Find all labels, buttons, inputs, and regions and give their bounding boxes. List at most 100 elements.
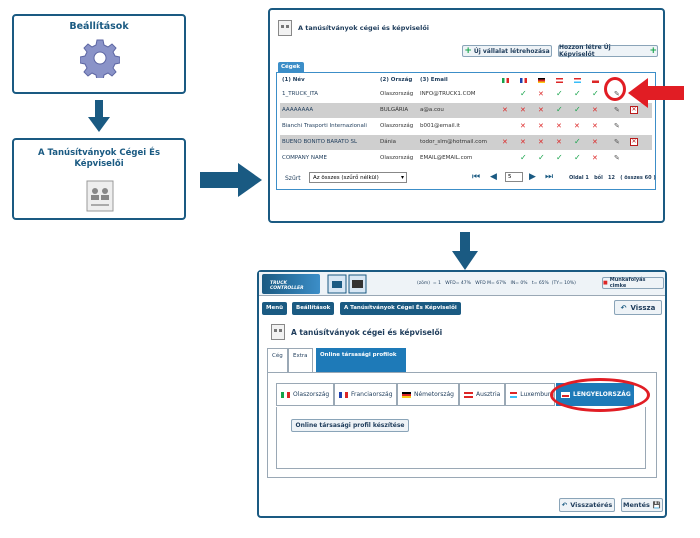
- tab-companies[interactable]: Cégek: [278, 62, 304, 73]
- companies-list-panel: A tanúsítványok cégei és képviselői + Új…: [268, 8, 665, 223]
- logo: TRUCK CONTROLLER: [262, 274, 320, 294]
- country-tab-luxembourg[interactable]: Luxemburg: [505, 383, 555, 406]
- delete-icon[interactable]: ✕: [630, 138, 638, 146]
- check-icon: ✓: [574, 137, 581, 146]
- back-arrow-icon: ↶: [620, 303, 627, 312]
- flow-arrow-down-icon: [88, 100, 110, 132]
- gear-icon: [80, 39, 120, 78]
- document-icon: [278, 20, 292, 36]
- table-row[interactable]: COMPANY NAME Olaszország EMAIL@EMAIL.com…: [282, 153, 620, 162]
- flag-france-icon: [339, 391, 348, 398]
- tab-online-profiles[interactable]: Online társasági profilok: [316, 348, 406, 372]
- breadcrumb: Menü Beállítások A Tanúsítványok Cégei É…: [262, 300, 662, 316]
- cross-icon: ✕: [592, 122, 598, 130]
- edit-pencil-icon[interactable]: ✎: [614, 138, 620, 146]
- check-icon: ✓: [538, 153, 545, 162]
- user-workflow-button[interactable]: ■ Munkafolyás cimke: [602, 277, 664, 289]
- flag-luxembourg-icon: [574, 78, 581, 83]
- highlight-arrow-icon: [628, 78, 684, 108]
- truck-icon: [327, 274, 367, 294]
- check-icon: ✓: [520, 153, 527, 162]
- cross-icon: ✕: [556, 138, 562, 146]
- companies-table: (1) Név (2) Ország (3) Email 1_TRUCK_ITA…: [276, 72, 656, 190]
- tab-company[interactable]: Cég: [267, 348, 288, 372]
- floppy-icon: 💾: [652, 501, 661, 509]
- breadcrumb-item[interactable]: Menü: [262, 302, 288, 315]
- restore-button[interactable]: ↶ Visszatérés: [559, 498, 615, 512]
- flag-germany-icon: [538, 78, 545, 83]
- cross-icon: ✕: [520, 122, 526, 130]
- country-tab-italy[interactable]: Olaszország: [276, 383, 334, 406]
- breadcrumb-item[interactable]: A Tanúsítványok Cégei És Képviselői: [340, 302, 461, 315]
- cross-icon: ✕: [592, 138, 598, 146]
- certificates-box[interactable]: A Tanúsítványok Cégei És Képviselői: [12, 138, 186, 220]
- prev-page-icon[interactable]: ◀: [490, 172, 497, 182]
- table-row[interactable]: Bianchi Trasporti Internazionali Olaszor…: [282, 122, 620, 130]
- check-icon: ✓: [574, 89, 581, 98]
- pagination-info: Oldal 1 ből 12 ( összes 60 ): [569, 175, 656, 181]
- flag-austria-icon: [464, 391, 473, 398]
- check-icon: ✓: [556, 153, 563, 162]
- cross-icon: ✕: [520, 106, 526, 114]
- check-icon: ✓: [520, 89, 527, 98]
- detail-panel: TRUCK CONTROLLER (zöm) = 1 WFD= 47% WFD …: [257, 270, 667, 518]
- last-page-icon[interactable]: ⏭: [545, 172, 554, 182]
- new-representative-button[interactable]: Hozzon létre Új Képviselőt +: [558, 44, 658, 58]
- table-row[interactable]: AAAAAAAA BULGÁRIA a@a.cou ✕ ✕ ✕ ✓ ✓ ✕ ✎ …: [280, 103, 652, 118]
- new-company-button[interactable]: + Új vállalat létrehozása: [462, 45, 552, 57]
- check-icon: ✓: [592, 89, 599, 98]
- cross-icon: ✕: [538, 122, 544, 130]
- flag-austria-icon: [556, 78, 563, 83]
- filter-select[interactable]: Az összes (szűrő nélkül) ▾: [309, 172, 407, 183]
- page-title: A tanúsítványok cégei és képviselői: [278, 20, 478, 36]
- country-tab-austria[interactable]: Ausztria: [459, 383, 505, 406]
- tab-extra[interactable]: Extra: [288, 348, 313, 372]
- user-icon: ■: [603, 280, 608, 286]
- flag-poland-icon: [592, 78, 599, 83]
- breadcrumb-item[interactable]: Beállítások: [292, 302, 335, 315]
- chevron-down-icon: ▾: [400, 174, 404, 181]
- edit-pencil-icon[interactable]: ✎: [614, 154, 620, 162]
- country-tab-germany[interactable]: Németország: [397, 383, 459, 406]
- country-tab-france[interactable]: Franciaország: [334, 383, 397, 406]
- settings-title: Beállítások: [69, 21, 129, 32]
- certificates-title: A Tanúsítványok Cégei És Képviselői: [37, 148, 161, 169]
- page-title: A tanúsítványok cégei és képviselői: [271, 324, 521, 340]
- cross-icon: ✕: [538, 90, 544, 98]
- page-size-select[interactable]: 5: [505, 172, 523, 182]
- cross-icon: ✕: [538, 106, 544, 114]
- check-icon: ✓: [574, 105, 581, 114]
- table-row[interactable]: BUENO BONITO BARATO SL Dánia todor_slm@h…: [280, 135, 652, 150]
- next-page-icon[interactable]: ▶: [529, 172, 536, 182]
- cross-icon: ✕: [502, 138, 508, 146]
- edit-pencil-icon[interactable]: ✎: [614, 106, 620, 114]
- cross-icon: ✕: [520, 138, 526, 146]
- cross-icon: ✕: [592, 154, 598, 162]
- flow-arrow-right-icon: [200, 163, 262, 197]
- edit-pencil-icon[interactable]: ✎: [614, 122, 620, 130]
- document-icon: [271, 324, 285, 340]
- highlight-oval: [550, 378, 650, 412]
- settings-box[interactable]: Beállítások: [12, 14, 186, 94]
- plus-icon: +: [649, 46, 657, 56]
- first-page-icon[interactable]: ⏮: [472, 172, 481, 182]
- check-icon: ✓: [574, 153, 581, 162]
- highlight-circle: [604, 77, 626, 101]
- table-header: (1) Név (2) Ország (3) Email: [280, 75, 652, 85]
- check-icon: ✓: [556, 89, 563, 98]
- cross-icon: ✕: [574, 122, 580, 130]
- cross-icon: ✕: [592, 106, 598, 114]
- check-icon: ✓: [556, 105, 563, 114]
- plus-icon: +: [464, 46, 472, 56]
- create-online-profile-button[interactable]: Online társasági profil készítése: [291, 419, 409, 432]
- flow-arrow-down-icon: [452, 232, 478, 270]
- flag-germany-icon: [402, 391, 411, 398]
- cross-icon: ✕: [556, 122, 562, 130]
- country-content: Online társasági profil készítése: [276, 407, 646, 469]
- save-button[interactable]: Mentés 💾: [621, 498, 663, 512]
- flag-italy-icon: [502, 78, 509, 83]
- back-button[interactable]: ↶ Vissza: [614, 300, 662, 315]
- table-row[interactable]: 1_TRUCK_ITA Olaszország INFO@TRUCK1.COM …: [282, 89, 620, 98]
- cross-icon: ✕: [538, 138, 544, 146]
- delete-icon[interactable]: ✕: [630, 106, 638, 114]
